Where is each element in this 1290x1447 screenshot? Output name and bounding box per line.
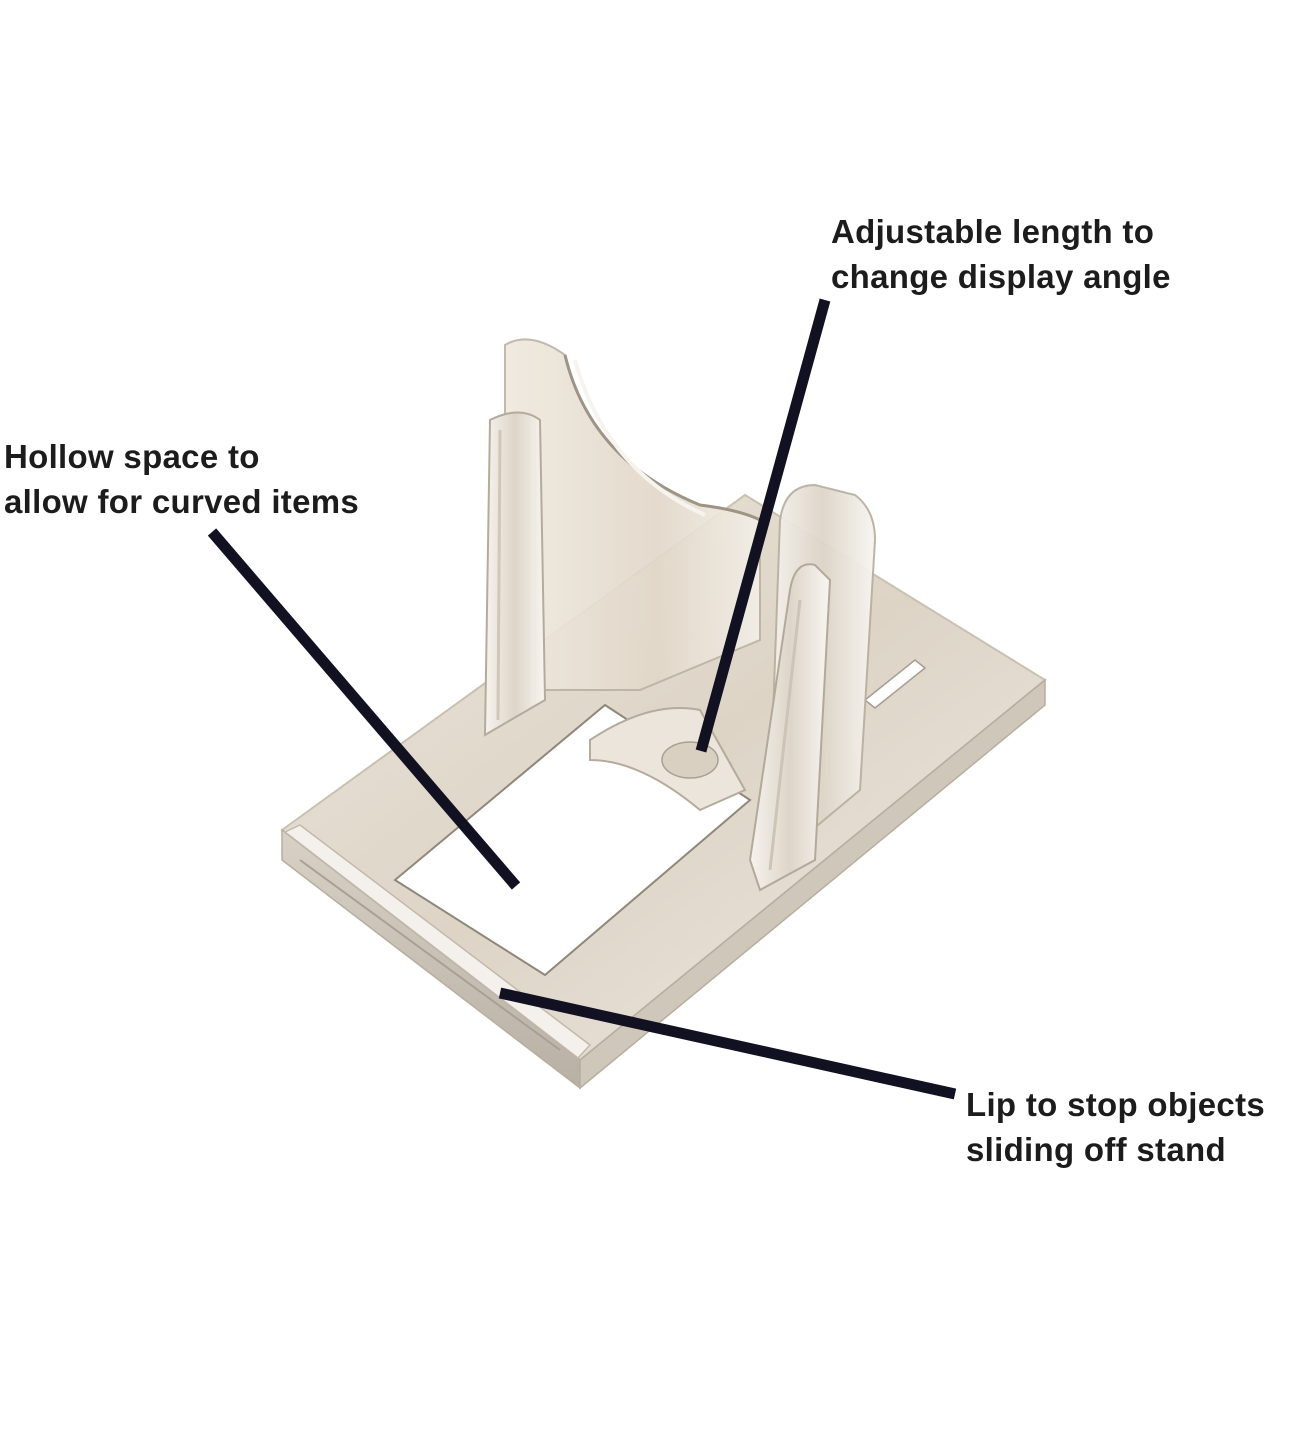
callout-lip-line1: Lip to stop objects [966,1086,1266,1123]
leader-line-lip [498,987,957,1100]
leader-line-adjust [695,298,831,753]
callout-lip: Lip to stop objects sliding off stand [966,1082,1265,1172]
callout-hollow-line1: Hollow space to [4,438,260,475]
callout-adjustable-length: Adjustable length to change display angl… [831,209,1171,299]
callout-lip-line2: sliding off stand [966,1131,1226,1168]
leader-lines [207,298,957,1100]
callout-hollow-space: Hollow space to allow for curved items [4,434,359,524]
callout-adjust-line2: change display angle [831,258,1171,295]
front-support [748,483,877,892]
back-support [483,338,761,737]
callout-hollow-line2: allow for curved items [4,483,360,520]
callout-adjust-line1: Adjustable length to [831,213,1155,250]
leader-line-hollow [207,528,521,890]
